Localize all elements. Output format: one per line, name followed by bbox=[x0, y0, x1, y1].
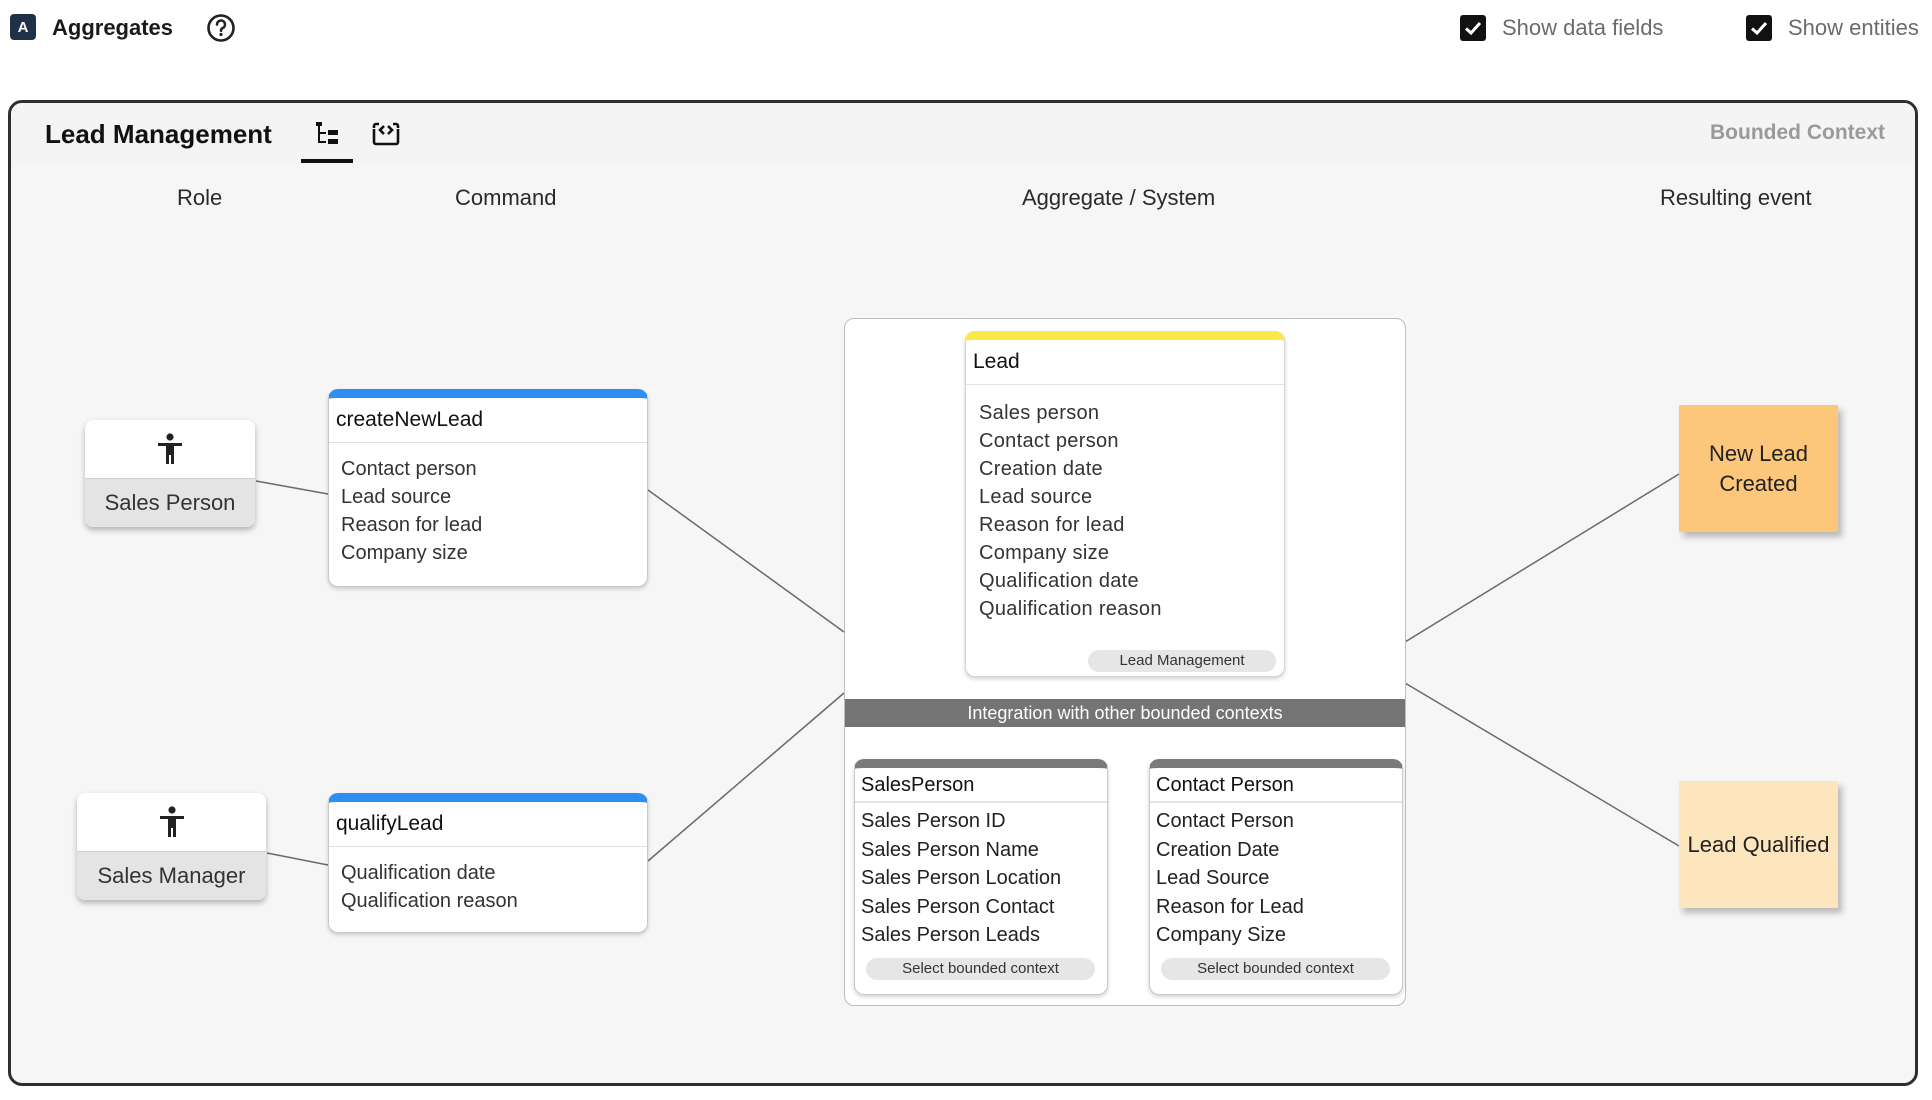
external-system-field: Sales Person Leads bbox=[861, 924, 1041, 946]
external-system-title: SalesPerson bbox=[855, 768, 1107, 803]
external-system-card-salesperson[interactable]: SalesPerson Sales Person ID Sales Person… bbox=[854, 759, 1108, 995]
command-field: Qualification date bbox=[341, 862, 496, 884]
column-head-role: Role bbox=[177, 185, 223, 210]
role-label: Sales Manager bbox=[77, 851, 266, 900]
event-label: New Lead Created bbox=[1708, 440, 1809, 496]
help-icon[interactable] bbox=[206, 13, 236, 43]
aggregate-field: Qualification reason bbox=[979, 598, 1162, 620]
event-new-lead-created[interactable]: New Lead Created bbox=[1679, 405, 1838, 532]
role-label: Sales Person bbox=[85, 478, 255, 527]
external-system-field: Sales Person ID bbox=[861, 810, 1006, 832]
aggregate-field: Sales person bbox=[979, 402, 1100, 424]
command-field: Lead source bbox=[341, 486, 452, 508]
command-field: Qualification reason bbox=[341, 890, 518, 912]
external-system-card-contact-person[interactable]: Contact Person Contact Person Creation D… bbox=[1149, 759, 1403, 995]
connector-line bbox=[255, 480, 329, 495]
connector-line bbox=[1404, 682, 1680, 847]
aggregate-fields: Sales person Contact person Creation dat… bbox=[966, 385, 1284, 637]
integration-bar: Integration with other bounded contexts bbox=[845, 699, 1405, 727]
panel-title: Lead Management bbox=[45, 119, 272, 149]
checkbox-checked-icon[interactable] bbox=[1460, 15, 1486, 41]
external-system-field: Creation Date bbox=[1156, 838, 1280, 861]
command-field: Contact person bbox=[341, 458, 477, 480]
event-label: Lead Qualified bbox=[1687, 831, 1830, 857]
aggregate-field: Creation date bbox=[979, 458, 1103, 480]
command-card-qualify-lead[interactable]: qualifyLead Qualification date Qualifica… bbox=[328, 793, 648, 933]
accessibility-person-icon bbox=[85, 420, 255, 478]
command-field: Company size bbox=[341, 542, 468, 564]
accessibility-person-icon bbox=[77, 793, 266, 851]
toggle-show-entities[interactable]: Show entities bbox=[1746, 14, 1919, 42]
select-bounded-context-button[interactable]: Select bounded context bbox=[1161, 958, 1390, 980]
column-head-event: Resulting event bbox=[1660, 185, 1812, 210]
tree-structure-icon[interactable] bbox=[310, 117, 344, 151]
external-system-field: Contact Person bbox=[1156, 810, 1294, 832]
bounded-context-panel: Lead Management Bounded Context Role Com… bbox=[8, 100, 1918, 1086]
checkbox-checked-icon[interactable] bbox=[1746, 15, 1772, 41]
connector-line bbox=[1404, 473, 1680, 643]
connector-line bbox=[647, 692, 845, 862]
external-system-field: Company Size bbox=[1156, 924, 1287, 946]
external-system-field: Lead Source bbox=[1156, 867, 1270, 889]
aggregate-field: Reason for lead bbox=[979, 514, 1125, 536]
aggregate-field: Contact person bbox=[979, 430, 1119, 452]
active-tab-indicator bbox=[301, 159, 353, 163]
logo-letter: A bbox=[17, 18, 29, 36]
select-bounded-context-button[interactable]: Select bounded context bbox=[866, 958, 1095, 980]
toggle-show-data-fields[interactable]: Show data fields bbox=[1460, 14, 1663, 42]
external-system-field: Reason for Lead bbox=[1156, 895, 1304, 918]
command-fields: Qualification date Qualification reason bbox=[329, 847, 647, 927]
external-system-field: Sales Person Contact bbox=[861, 895, 1055, 918]
app-title: Aggregates bbox=[52, 15, 174, 40]
external-system-field: Sales Person Name bbox=[861, 838, 1039, 861]
aggregate-field: Company size bbox=[979, 542, 1110, 564]
role-card-sales-person[interactable]: Sales Person bbox=[85, 420, 255, 527]
app-logo: A bbox=[10, 14, 36, 40]
command-card-create-new-lead[interactable]: createNewLead Contact person Lead source… bbox=[328, 389, 648, 587]
column-head-command: Command bbox=[455, 185, 557, 210]
command-title: createNewLead bbox=[329, 398, 647, 443]
toggle-label: Show entities bbox=[1788, 15, 1919, 40]
connector-line bbox=[647, 489, 845, 633]
command-title: qualifyLead bbox=[329, 802, 647, 847]
connector-line bbox=[266, 852, 329, 866]
aggregate-field: Qualification date bbox=[979, 570, 1139, 592]
command-fields: Contact person Lead source Reason for le… bbox=[329, 443, 647, 579]
aggregate-card-lead[interactable]: Lead Sales person Contact person Creatio… bbox=[965, 331, 1285, 677]
external-system-fields: Contact Person Creation Date Lead Source… bbox=[1150, 803, 1402, 954]
role-card-sales-manager[interactable]: Sales Manager bbox=[77, 793, 266, 900]
code-export-icon[interactable] bbox=[369, 117, 403, 151]
external-system-field: Sales Person Location bbox=[861, 867, 1062, 889]
external-system-title: Contact Person bbox=[1150, 768, 1402, 803]
command-field: Reason for lead bbox=[341, 514, 483, 536]
external-system-fields: Sales Person ID Sales Person Name Sales … bbox=[855, 803, 1107, 954]
event-lead-qualified[interactable]: Lead Qualified bbox=[1679, 781, 1838, 908]
column-head-aggregate: Aggregate / System bbox=[1022, 185, 1216, 210]
toggle-label: Show data fields bbox=[1502, 15, 1664, 40]
aggregate-title: Lead bbox=[966, 340, 1284, 385]
aggregate-field: Lead source bbox=[979, 486, 1093, 508]
panel-tag: Bounded Context bbox=[1710, 121, 1885, 144]
context-pill[interactable]: Lead Management bbox=[1088, 650, 1276, 672]
